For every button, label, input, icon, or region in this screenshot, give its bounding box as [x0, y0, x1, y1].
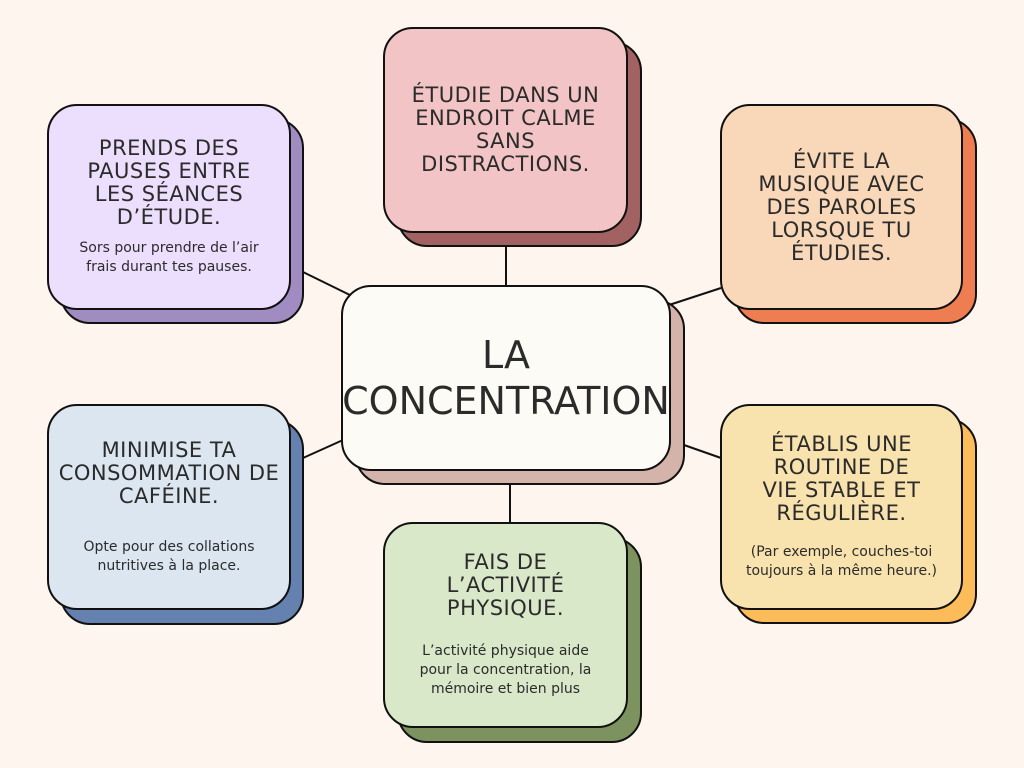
node-title: MINIMISE TA CONSOMMATION DE CAFÉINE.: [58, 437, 280, 508]
card-face: MINIMISE TA CONSOMMATION DE CAFÉINE. Opt…: [47, 404, 291, 610]
connector-bottom-left: [302, 439, 344, 459]
node-subtitle: Opte pour des collations nutritives à la…: [83, 538, 255, 574]
center-title-line2: CONCENTRATION: [342, 379, 670, 423]
card-face: ÉTABLIS UNE ROUTINE DE VIE STABLE ET RÉG…: [720, 404, 963, 610]
card-face: ÉTUDIE DANS UN ENDROIT CALME SANS DISTRA…: [383, 27, 628, 233]
card-face: ÉVITE LA MUSIQUE AVEC DES PAROLES LORSQU…: [720, 104, 963, 310]
connector-top-right: [665, 287, 722, 307]
node-subtitle: Sors pour prendre de l’air frais durant …: [79, 240, 259, 275]
node-subtitle: (Par exemple, couches-toi toujours à la …: [746, 544, 937, 579]
node-title: FAIS DE L’ACTIVITÉ PHYSIQUE.: [446, 550, 565, 620]
node-title: ÉTABLIS UNE ROUTINE DE VIE STABLE ET RÉG…: [762, 432, 921, 525]
node-title: ÉTUDIE DANS UN ENDROIT CALME SANS DISTRA…: [411, 83, 600, 176]
card-face: PRENDS DES PAUSES ENTRE LES SÉANCES D’ÉT…: [47, 104, 291, 310]
node-title: ÉVITE LA MUSIQUE AVEC DES PAROLES LORSQU…: [758, 148, 925, 265]
node-subtitle: L’activité physique aide pour la concent…: [419, 643, 592, 697]
connector-bottom-right: [683, 444, 722, 459]
center-title-line1: LA: [481, 333, 531, 377]
card-face: LA CONCENTRATION: [341, 285, 671, 471]
connector-top-left: [302, 271, 355, 298]
node-title: PRENDS DES PAUSES ENTRE LES SÉANCES D’ÉT…: [87, 136, 251, 229]
card-face: FAIS DE L’ACTIVITÉ PHYSIQUE. L’activité …: [383, 522, 628, 728]
